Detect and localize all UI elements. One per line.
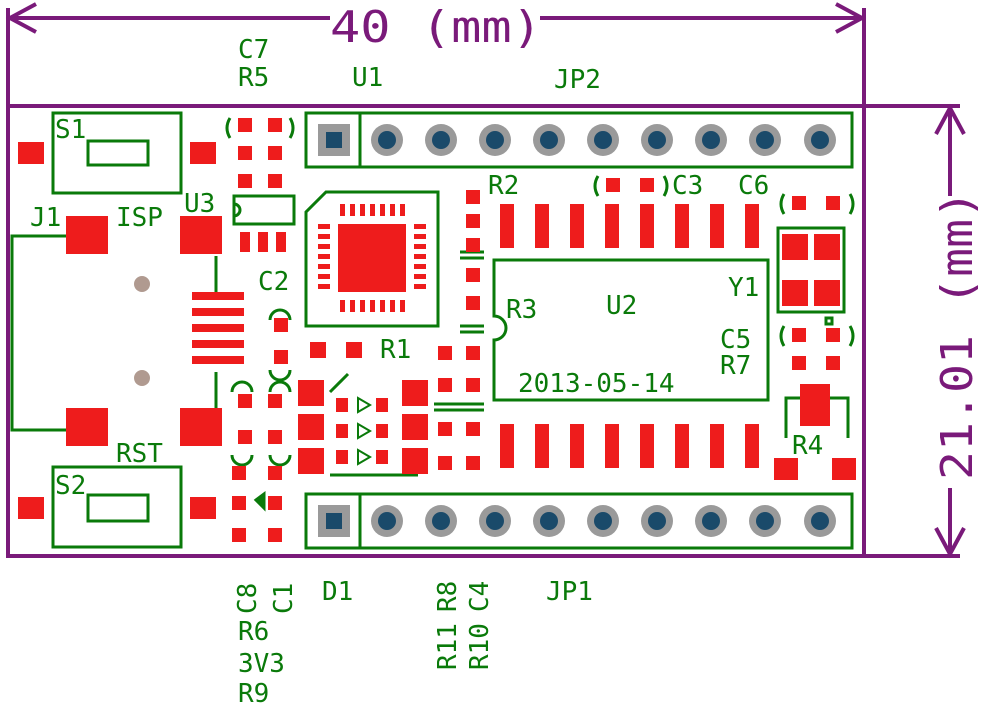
label-s2: S2 [55, 471, 86, 501]
label-r9: R9 [238, 679, 269, 709]
width-dimension [5, 2, 867, 106]
label-c6: C6 [738, 171, 769, 201]
label-j1: J1 [30, 203, 61, 233]
width-dimension-label: 40 (mm) [330, 2, 542, 53]
board-outline [6, 104, 960, 558]
usb-mount-holes [134, 276, 150, 386]
label-r7: R7 [720, 351, 751, 381]
label-c3: C3 [672, 171, 703, 201]
label-s1: S1 [55, 115, 86, 145]
label-jp2: JP2 [554, 65, 601, 95]
label-r3: R3 [506, 295, 537, 325]
label-y1: Y1 [728, 273, 759, 303]
label-u2: U2 [606, 291, 637, 321]
label-r4: R4 [792, 431, 823, 461]
silkscreen-outlines [10, 111, 855, 550]
label-r6: R6 [238, 617, 269, 647]
label-r11: R11 [433, 623, 463, 670]
label-c8: C8 [233, 583, 263, 614]
jp1-header-pins [318, 505, 836, 537]
label-c2: C2 [258, 267, 289, 297]
label-d1: D1 [322, 577, 353, 607]
label-date: 2013-05-14 [518, 369, 675, 399]
height-dimension-label: 21.01 (mm) [932, 190, 983, 480]
diode-symbols [357, 396, 372, 466]
label-jp1: JP1 [546, 577, 593, 607]
height-dimension [934, 103, 966, 559]
label-r1: R1 [380, 335, 411, 365]
label-c5: C5 [720, 325, 751, 355]
label-u3: U3 [184, 189, 215, 219]
smd-pads [18, 118, 856, 542]
label-r5: R5 [238, 63, 269, 93]
label-3v3: 3V3 [238, 649, 285, 679]
label-isp: ISP [116, 203, 163, 233]
label-c1: C1 [269, 583, 299, 614]
label-c4: C4 [465, 581, 495, 612]
jp2-header-pins [318, 124, 836, 156]
label-u1: U1 [352, 63, 383, 93]
label-r8: R8 [433, 581, 463, 612]
label-c7: C7 [238, 35, 269, 65]
label-rst: RST [116, 439, 163, 469]
label-r2: R2 [488, 171, 519, 201]
label-r10: R10 [465, 623, 495, 670]
component-labels: C7 R5 U1 JP2 S1 J1 ISP U3 R2 C3 C6 C2 R3… [30, 35, 823, 709]
